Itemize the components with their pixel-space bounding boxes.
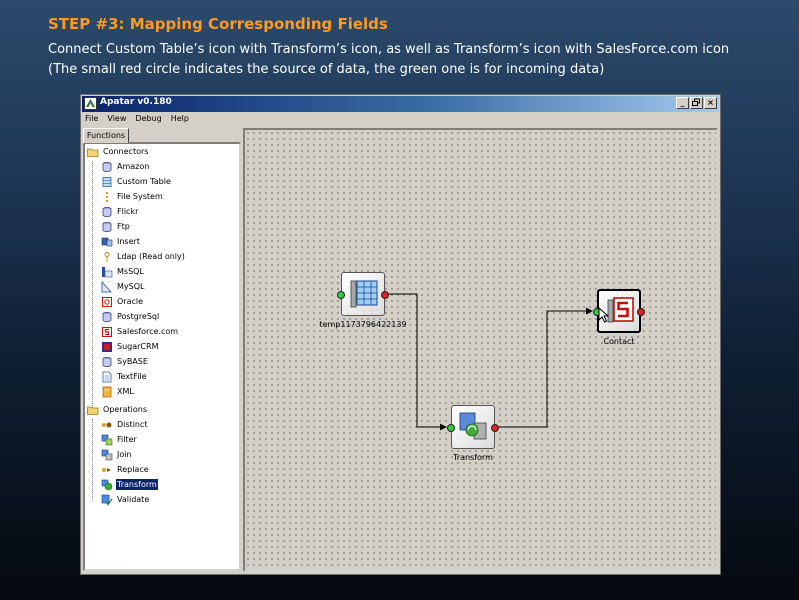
wire-table-to-transform (388, 293, 447, 431)
menu-bar: File View Debug Help (82, 112, 719, 126)
tree-guide-line (92, 419, 93, 501)
oracle-icon (102, 296, 112, 307)
database-icon (102, 206, 112, 217)
tree-item-salesforce[interactable]: Salesforce.com (101, 324, 179, 339)
tree-item-transform[interactable]: Transform (101, 477, 158, 492)
slide-title: STEP #3: Mapping Corresponding Fields (48, 15, 388, 33)
tree-item-distinct[interactable]: Distinct (101, 417, 149, 432)
input-port[interactable] (447, 424, 455, 432)
text-file-icon (102, 371, 112, 382)
tree-folder-connectors[interactable]: Connectors (87, 144, 149, 159)
node-label: temp1173796422139 (319, 320, 407, 329)
close-button[interactable]: × (704, 97, 717, 109)
xml-icon (102, 386, 112, 397)
folder-open-icon (87, 148, 99, 157)
instruction-note: (The small red circle indicates the sour… (48, 62, 605, 77)
output-port[interactable] (637, 308, 645, 316)
minimize-button[interactable]: _ (676, 97, 689, 109)
menu-view[interactable]: View (107, 114, 127, 123)
sugarcrm-icon (102, 341, 112, 352)
mssql-icon (102, 266, 113, 277)
tree-item-validate[interactable]: Validate (101, 492, 150, 507)
mysql-icon (101, 280, 112, 292)
menu-file[interactable]: File (85, 114, 99, 123)
menu-debug[interactable]: Debug (135, 114, 162, 123)
node-label: Contact (603, 337, 635, 346)
mouse-cursor-icon (598, 307, 610, 323)
tree-item-sugarcrm[interactable]: SugarCRM (101, 339, 159, 354)
distinct-icon (102, 422, 112, 427)
restore-icon (692, 98, 700, 106)
input-port[interactable] (337, 291, 345, 299)
instruction-text: Connect Custom Table’s icon with Transfo… (48, 42, 730, 57)
tree-guide-line (92, 161, 93, 410)
node-custom-table[interactable]: temp1173796422139 (319, 272, 407, 329)
tree-folder-operations[interactable]: Operations (87, 402, 148, 417)
insert-icon (101, 237, 113, 246)
apatar-logo-icon (84, 97, 97, 110)
tree-item-oracle[interactable]: Oracle (101, 294, 144, 309)
node-transform[interactable]: Transform (447, 405, 499, 462)
file-system-icon (106, 191, 108, 202)
database-icon (102, 221, 112, 232)
output-port[interactable] (381, 291, 389, 299)
tree-item-file-system[interactable]: File System (101, 189, 164, 204)
salesforce-icon (607, 297, 634, 323)
replace-icon (102, 467, 111, 472)
tree-item-mysql[interactable]: MySQL (101, 279, 145, 294)
wire-transform-to-contact (499, 307, 593, 428)
tree-item-mssql[interactable]: MsSQL (101, 264, 145, 279)
tree-item-amazon[interactable]: Amazon (101, 159, 150, 174)
tree-item-replace[interactable]: Replace (101, 462, 150, 477)
database-icon (102, 161, 112, 172)
transform-icon (101, 479, 113, 490)
tree-item-flickr[interactable]: Flickr (101, 204, 139, 219)
output-port[interactable] (491, 424, 499, 432)
tree-item-postgresql[interactable]: PostgreSql (101, 309, 160, 324)
tree-item-filter[interactable]: Filter (101, 432, 138, 447)
tree-item-custom-table[interactable]: Custom Table (101, 174, 172, 189)
tree-item-xml[interactable]: XML (101, 384, 135, 399)
tree-item-insert[interactable]: Insert (101, 234, 141, 249)
custom-table-icon (350, 280, 378, 308)
transform-icon (459, 412, 487, 440)
tree-item-ftp[interactable]: Ftp (101, 219, 131, 234)
menu-help[interactable]: Help (170, 114, 189, 123)
tab-functions[interactable]: Functions (83, 128, 129, 143)
node-label: Transform (453, 453, 493, 462)
diagram-canvas[interactable]: temp1173796422139 Transform (243, 128, 718, 572)
validate-icon (101, 494, 113, 506)
filter-icon (101, 434, 113, 445)
tree-item-textfile[interactable]: TextFile (101, 369, 148, 384)
functions-tree: Connectors Amazon Custom Table File Syst… (83, 142, 241, 571)
database-icon (102, 356, 112, 367)
window-title: Apatar v0.180 (100, 97, 172, 107)
database-icon (102, 311, 112, 322)
window-titlebar[interactable]: Apatar v0.180 _ × (82, 96, 719, 112)
tree-item-join[interactable]: Join (101, 447, 133, 462)
salesforce-icon (102, 326, 112, 337)
key-icon (104, 251, 110, 262)
join-icon (101, 449, 113, 460)
app-window: Apatar v0.180 _ × File View Debug Help F… (80, 94, 721, 575)
node-salesforce-contact[interactable]: Contact (593, 289, 645, 346)
restore-button[interactable] (690, 97, 703, 109)
tree-item-ldap[interactable]: Ldap (Read only) (101, 249, 186, 264)
tree-item-sybase[interactable]: SyBASE (101, 354, 149, 369)
table-icon (102, 176, 112, 187)
folder-open-icon (87, 406, 99, 415)
connection-wires (388, 293, 593, 431)
